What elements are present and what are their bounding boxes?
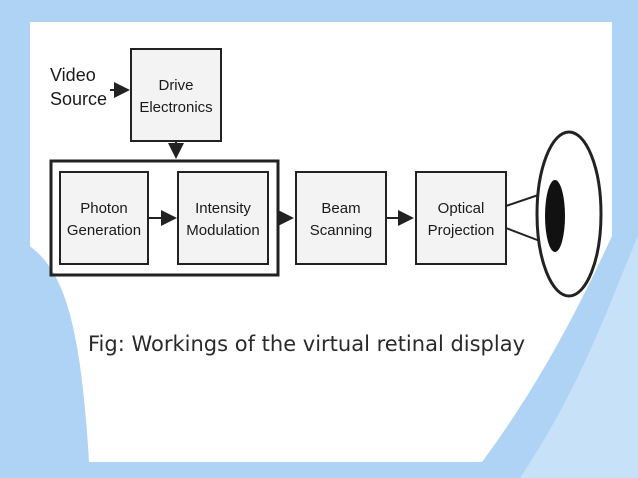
beam-scanning-line1: Beam xyxy=(321,200,360,217)
eye-icon xyxy=(535,130,603,298)
optical-projection-line2: Projection xyxy=(428,222,495,239)
right-wave-light xyxy=(520,236,638,478)
beam-scanning-block xyxy=(295,171,387,265)
beam-scanning-line2: Scanning xyxy=(310,222,373,239)
eye-lens-icon xyxy=(545,180,565,252)
photon-generation-line2: Generation xyxy=(67,222,141,239)
video-source-label-line2: Source xyxy=(50,89,107,109)
photon-generation-block xyxy=(59,171,149,265)
drive-electronics-block xyxy=(130,48,222,142)
intensity-modulation-block xyxy=(177,171,269,265)
drive-electronics-line1: Drive xyxy=(158,77,193,94)
left-wave xyxy=(0,232,90,478)
drive-electronics-line2: Electronics xyxy=(139,99,212,116)
optical-projection-line1: Optical xyxy=(438,200,485,217)
optical-projection-block xyxy=(415,171,507,265)
intensity-modulation-line2: Modulation xyxy=(186,222,259,239)
figure-caption: Fig: Workings of the virtual retinal dis… xyxy=(88,332,526,356)
intensity-modulation-line1: Intensity xyxy=(195,200,251,217)
photon-generation-line1: Photon xyxy=(80,200,128,217)
video-source-label-line1: Video xyxy=(50,65,96,85)
